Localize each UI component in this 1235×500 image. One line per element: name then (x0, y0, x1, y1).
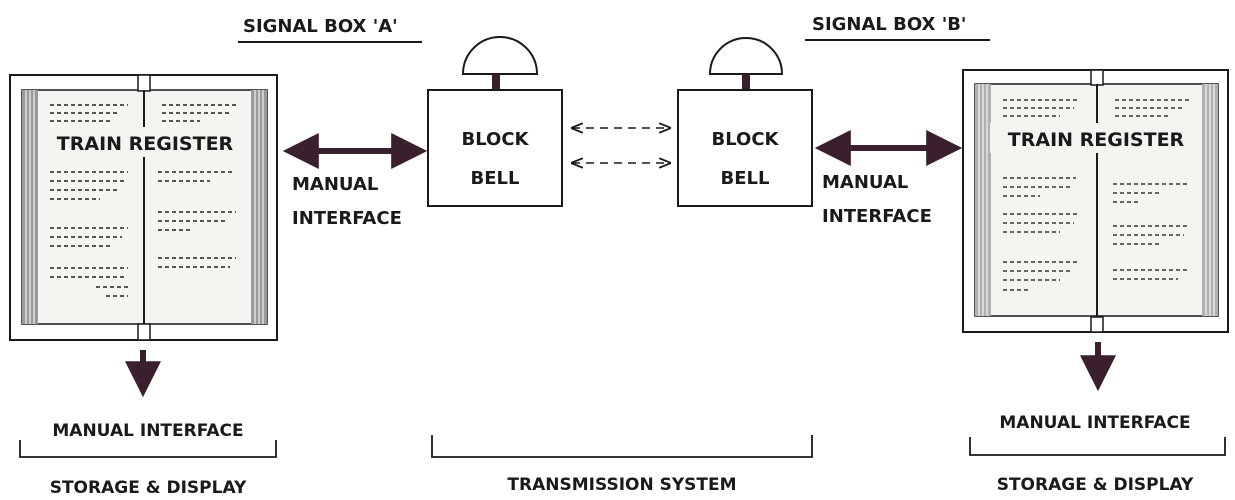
train-register-b-title: TRAIN REGISTER (1008, 129, 1185, 151)
block-bell-b-line2: BELL (721, 168, 770, 189)
block-bell-a: BLOCK BELL (428, 37, 562, 206)
storage-display-a-bracket (20, 440, 276, 457)
storage-display-b-label: STORAGE & DISPLAY (997, 475, 1194, 495)
block-bell-b-line1: BLOCK (711, 129, 779, 150)
manual-interface-b-line2: INTERFACE (822, 206, 932, 227)
manual-interface-a-line1: MANUAL (292, 174, 378, 195)
signal-box-a-heading: SIGNAL BOX 'A' (243, 16, 398, 37)
storage-display-a-label: STORAGE & DISPLAY (50, 478, 247, 498)
train-register-a-title: TRAIN REGISTER (57, 133, 234, 155)
block-bell-b: BLOCK BELL (678, 38, 812, 206)
manual-interface-a-line2: INTERFACE (292, 208, 402, 229)
block-bell-a-line1: BLOCK (461, 129, 529, 150)
transmission-system-label: TRANSMISSION SYSTEM (507, 475, 736, 495)
transmission-system-bracket (432, 435, 812, 457)
manual-interface-b-bottom: MANUAL INTERFACE (999, 413, 1190, 433)
block-bell-a-line2: BELL (471, 168, 520, 189)
train-register-a: TRAIN REGISTER (10, 75, 277, 340)
train-register-b: TRAIN REGISTER (963, 70, 1228, 332)
storage-display-b-bracket (970, 437, 1225, 455)
signal-box-b-heading: SIGNAL BOX 'B' (812, 14, 966, 35)
manual-interface-b-line1: MANUAL (822, 172, 908, 193)
manual-interface-a-bottom: MANUAL INTERFACE (52, 421, 243, 441)
